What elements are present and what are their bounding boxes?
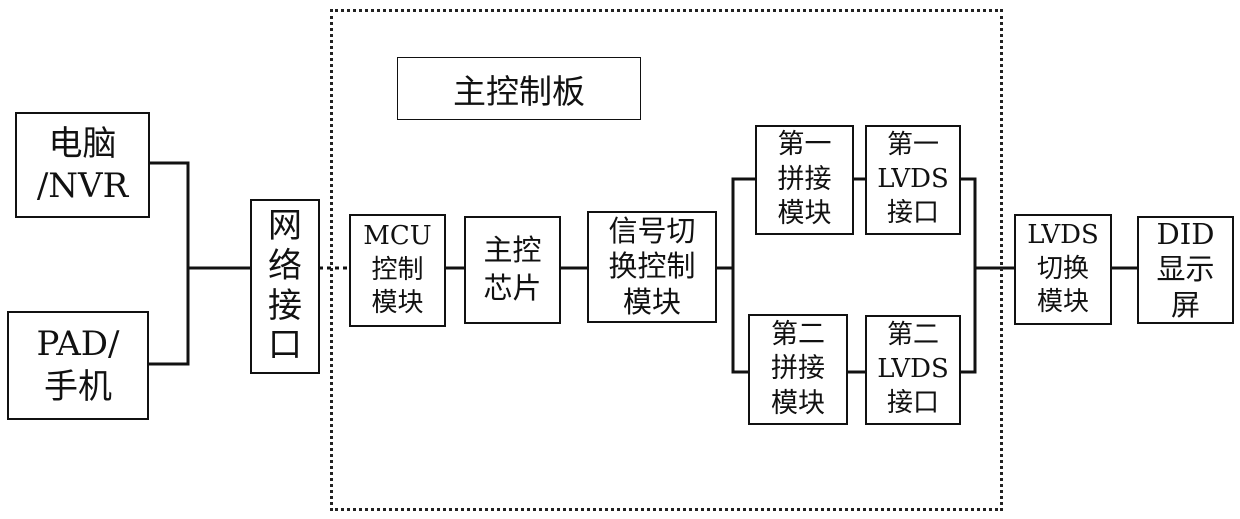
- pad-phone-node: PAD/ 手机: [7, 311, 149, 420]
- network-interface-node: 网 络 接 口: [250, 199, 320, 374]
- first-splice-module-node: 第一 拼接 模块: [755, 125, 854, 235]
- first-lvds-interface-node: 第一 LVDS 接口: [865, 125, 961, 235]
- second-lvds-interface-node: 第二 LVDS 接口: [865, 315, 961, 425]
- wire-computer: [149, 163, 250, 268]
- second-splice-module-node: 第二 拼接 模块: [748, 314, 848, 425]
- signal-switch-control-module-node: 信号切 换控制 模块: [587, 211, 717, 323]
- lvds-switch-module-node: LVDS 切换 模块: [1014, 214, 1112, 325]
- did-display-node: DID 显示 屏: [1137, 216, 1234, 324]
- wire-pad: [149, 268, 188, 364]
- computer-nvr-node: 电脑 /NVR: [15, 112, 150, 218]
- main-chip-node: 主控 芯片: [464, 216, 561, 324]
- mcu-control-module-node: MCU 控制 模块: [349, 214, 446, 327]
- main-control-board-label: 主控制板: [397, 57, 641, 120]
